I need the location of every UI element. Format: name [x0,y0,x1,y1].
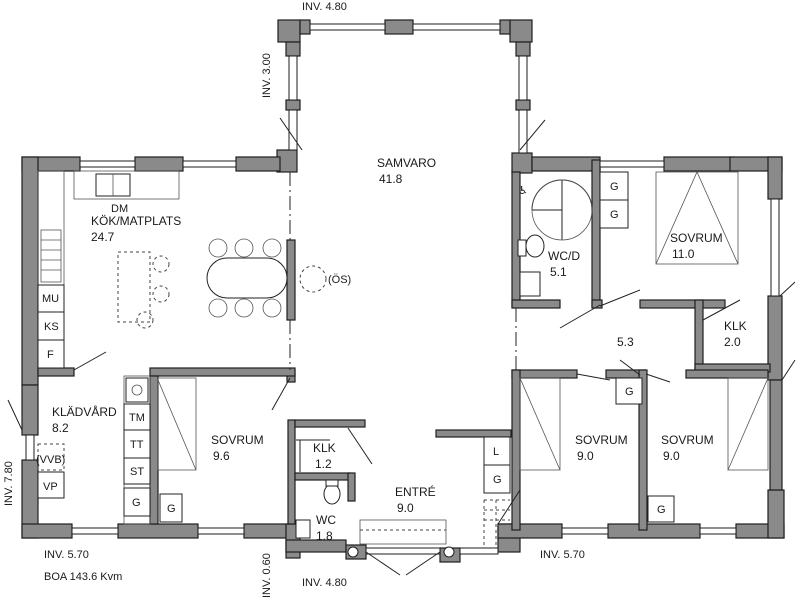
wardrobes [159,171,675,546]
bathroom-fixtures: ♿ [295,179,593,539]
room-area-kitchen: 24.7 [91,230,115,244]
doors [7,117,796,576]
label-tt: TT [130,439,144,451]
dimension-right: INV. 7.80 [3,461,15,506]
label-g-s2: G [657,504,666,516]
room-name-kitchen: KÖK/MATPLATS [91,214,181,228]
room-name-wcd: WC/D [548,249,580,263]
room-area-klk-c: 1.2 [315,457,332,471]
windows [25,23,780,555]
room-area-hall: 5.3 [617,335,634,349]
label-mu: MU [42,293,59,305]
dimension-bottom-right: INV. 5.70 [540,549,585,561]
fixture-labels: (ÖS) (VVB) VP MU KS F TM TT ST G G G G G… [36,181,666,516]
dimension-labels: INV. 4.80 INV. 3.00 INV. 7.80 INV. 5.70 … [3,1,585,598]
room-name-sovrum-s2: SOVRUM [661,433,714,447]
dimension-top: INV. 4.80 [302,1,347,13]
dimension-bottom-left: INV. 5.70 [44,549,89,561]
room-area-samvaro: 41.8 [379,172,403,186]
interior-walls [37,159,771,531]
dimension-left-bay: INV. 3.00 [261,53,273,98]
label-os: (ÖS) [328,274,351,286]
label-l: L [493,446,499,458]
room-labels: SAMVARO 41.8 DM KÖK/MATPLATS 24.7 WC/D 5… [52,156,747,543]
room-name-sovrum-w: SOVRUM [211,433,264,447]
room-area-sovrum-w: 9.6 [213,449,230,463]
dimension-bottom-entry: INV. 0.60 [261,553,273,598]
kitchen-fixtures [37,170,327,369]
label-ks: KS [44,321,59,333]
label-dm: DM [111,203,128,215]
label-vp: VP [43,481,58,493]
label-tm: TM [129,412,145,424]
room-area-sovrum-s1: 9.0 [577,449,594,463]
room-name-klk-c: KLK [313,441,336,455]
label-g-s1: G [625,386,634,398]
room-name-sovrum-ne: SOVRUM [670,231,723,245]
dimension-bottom-center: INV. 4.80 [302,577,347,589]
label-st: ST [130,466,144,478]
room-name-klk-e: KLK [724,319,747,333]
label-f: F [47,349,54,361]
room-name-wc: WC [316,513,336,527]
svg-text:♿: ♿ [518,185,528,197]
room-name-samvaro: SAMVARO [377,156,436,170]
laundry-fixtures [37,375,197,525]
room-area-wc: 1.8 [316,529,333,543]
room-area-klk-e: 2.0 [724,335,741,349]
room-area-entre: 9.0 [397,501,414,515]
room-name-sovrum-s1: SOVRUM [575,433,628,447]
label-g-ne-2: G [610,209,619,221]
label-g-laundry: G [132,497,141,509]
room-area-wcd: 5.1 [550,265,567,279]
room-name-kladvard: KLÄDVÅRD [52,404,117,419]
label-g-sovrum-w: G [167,503,176,515]
beds [519,171,769,471]
label-vvb: (VVB) [36,454,65,466]
room-area-sovrum-s2: 9.0 [663,449,680,463]
boa-area: BOA 143.6 Kvm [44,571,122,583]
room-area-kladvard: 8.2 [52,421,69,435]
room-name-entre: ENTRÉ [395,484,436,499]
label-g-ne-1: G [610,181,619,193]
label-g-entre: G [493,474,502,486]
entrance [347,519,455,558]
room-area-sovrum-ne: 11.0 [672,247,695,261]
